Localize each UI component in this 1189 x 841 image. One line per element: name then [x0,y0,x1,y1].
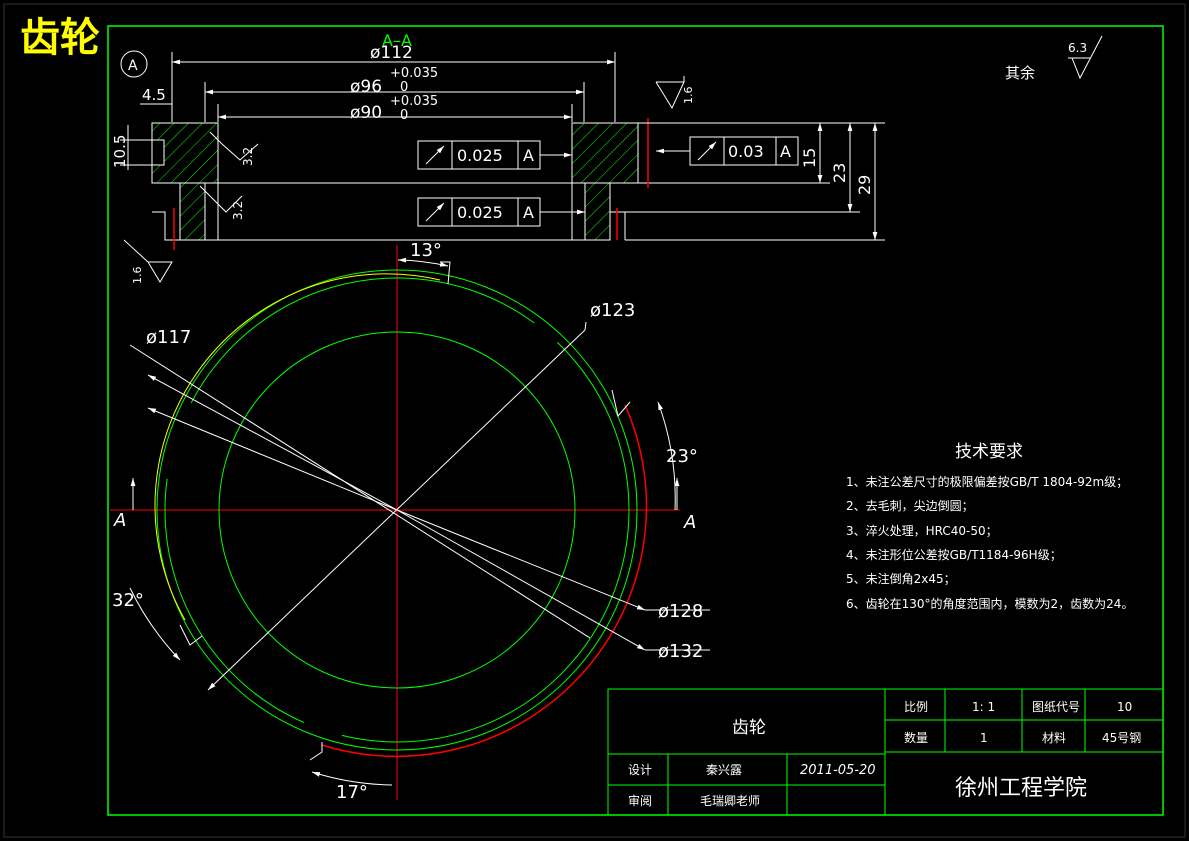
dim-left-height: 10.5 [111,135,129,168]
roughness-bore-upper: 3.2 [241,147,255,166]
drawing-title: 齿轮 [20,15,100,61]
dim-h23: 23 [830,163,849,183]
tolerance-frame-3 [656,136,799,166]
title-block-reviewer: 毛瑞卿老师 [700,794,760,808]
title-block-material-label: 材料 [1042,731,1066,745]
tol-datum-2: A [523,203,534,222]
tol-datum-3: A [780,142,791,161]
dim-ang17: 17° [336,782,368,803]
dim-d96-tol-lower: 0 [400,80,408,95]
tol-value-1: 0.025 [457,146,503,165]
dim-h15: 15 [800,148,819,168]
cut-label-left: A [113,510,126,531]
title-block-scale-value: 1: 1 [972,700,995,714]
roughness-general-label: 其余 [1005,64,1035,82]
dim-ang13: 13° [410,240,442,261]
dim-d90-tol-upper: +0.035 [390,94,438,109]
title-block-design-label: 设计 [628,763,652,777]
section-view [120,35,1103,283]
dim-d117: ø117 [146,327,191,348]
title-block-material-value: 45号钢 [1102,731,1141,745]
section-label: A–A [382,31,412,50]
dim-d132: ø132 [658,641,703,662]
roughness-bottom-face: 1.6 [131,267,144,285]
tol-value-3: 0.03 [728,142,764,161]
tol-datum-1: A [523,146,534,165]
title-block-drawing-no-label: 图纸代号 [1032,700,1080,714]
title-block-date: 2011-05-20 [800,763,876,778]
requirement-item: 6、齿轮在130°的角度范围内，模数为2，齿数为24。 [846,596,1133,611]
roughness-bore-lower: 3.2 [231,201,245,220]
title-block-qty-value: 1 [980,731,988,745]
title-block-qty-label: 数量 [904,730,928,745]
dim-d123: ø123 [590,300,635,321]
title-block-drawing-no-value: 10 [1117,700,1132,714]
title-block-school: 徐州工程学院 [955,776,1087,801]
dim-d128: ø128 [658,601,703,622]
dim-d96-tol-upper: +0.035 [390,66,438,81]
dim-left-offset: 4.5 [142,86,166,104]
title-block-designer: 秦兴露 [706,763,742,777]
dim-d112: ø112 [370,43,413,63]
roughness-general: 6.3 [1068,41,1087,55]
front-view [110,245,710,800]
outer-frame [3,3,1186,838]
title-block-part-name: 齿轮 [732,718,766,738]
dim-d90-tol-lower: 0 [400,108,408,123]
tol-value-2: 0.025 [457,203,503,222]
requirement-item: 1、未注公差尺寸的极限偏差按GB/T 1804-92m级； [846,474,1128,489]
dim-h29: 29 [855,175,874,195]
tolerance-frame-1 [417,140,572,170]
dim-ang23: 23° [666,446,698,467]
dim-ang32: 32° [112,590,144,611]
requirement-item: 3、淬火处理，HRC40-50； [846,523,998,538]
title-block-review-label: 审阅 [628,793,652,808]
tolerance-frame-2 [417,197,585,227]
requirement-item: 4、未注形位公差按GB/T1184-96H级； [846,547,1062,562]
requirement-item: 5、未注倒角2x45； [846,571,956,586]
cut-label-right: A [683,512,696,533]
title-block-scale-label: 比例 [904,700,928,714]
requirements-heading: 技术要求 [955,442,1023,462]
requirement-item: 2、去毛刺，尖边倒圆； [846,499,974,513]
dim-d96: ø96 [350,77,382,97]
title-block [607,688,1164,816]
roughness-top-face: 1.6 [682,87,695,105]
datum-label: A [128,58,138,74]
dim-d90: ø90 [350,103,382,123]
